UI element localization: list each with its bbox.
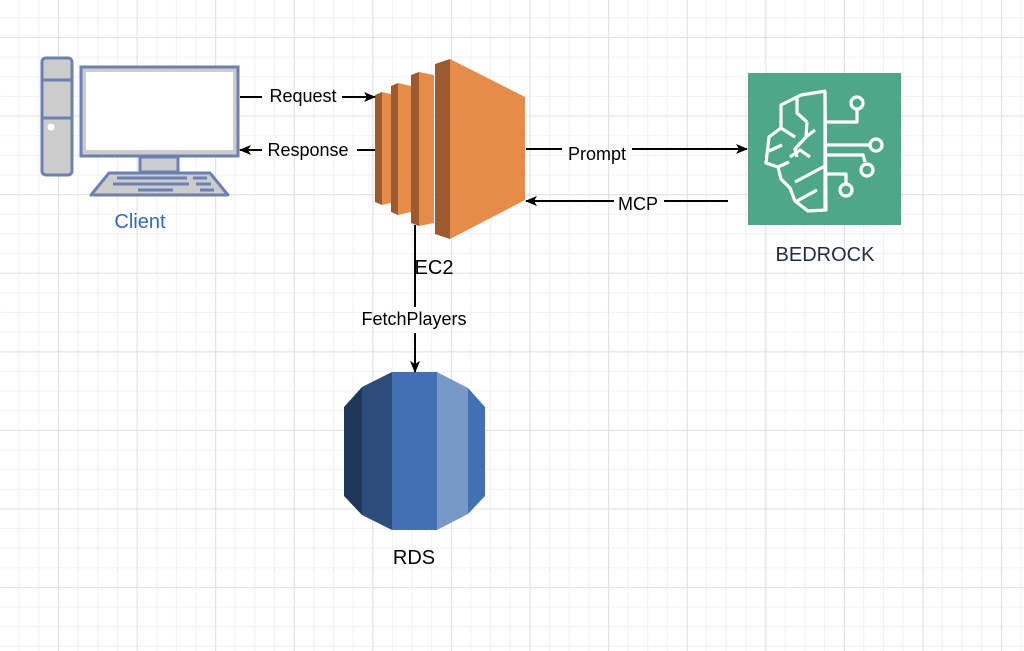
edge-label-fetch-players: FetchPlayers: [361, 309, 466, 329]
edge-fetch-players[interactable]: FetchPlayers: [361, 225, 467, 373]
desktop-computer-icon[interactable]: [40, 56, 240, 197]
edge-mcp[interactable]: MCP: [525, 194, 728, 214]
edge-label-response: Response: [267, 140, 348, 160]
bedrock-label: BEDROCK: [776, 244, 876, 266]
ec2-label: EC2: [415, 257, 454, 279]
edge-label-request: Request: [269, 86, 336, 106]
rds-label: RDS: [393, 547, 435, 569]
edge-prompt[interactable]: Prompt: [526, 144, 748, 164]
edge-label-mcp: MCP: [618, 194, 658, 214]
aws-bedrock-brain-icon[interactable]: [748, 73, 901, 225]
edge-response[interactable]: Response: [239, 140, 375, 160]
aws-ec2-icon[interactable]: [375, 59, 525, 239]
edge-label-prompt: Prompt: [568, 144, 626, 164]
aws-rds-icon[interactable]: [344, 372, 485, 530]
client-label: Client: [114, 211, 166, 233]
edge-request[interactable]: Request: [240, 86, 376, 106]
